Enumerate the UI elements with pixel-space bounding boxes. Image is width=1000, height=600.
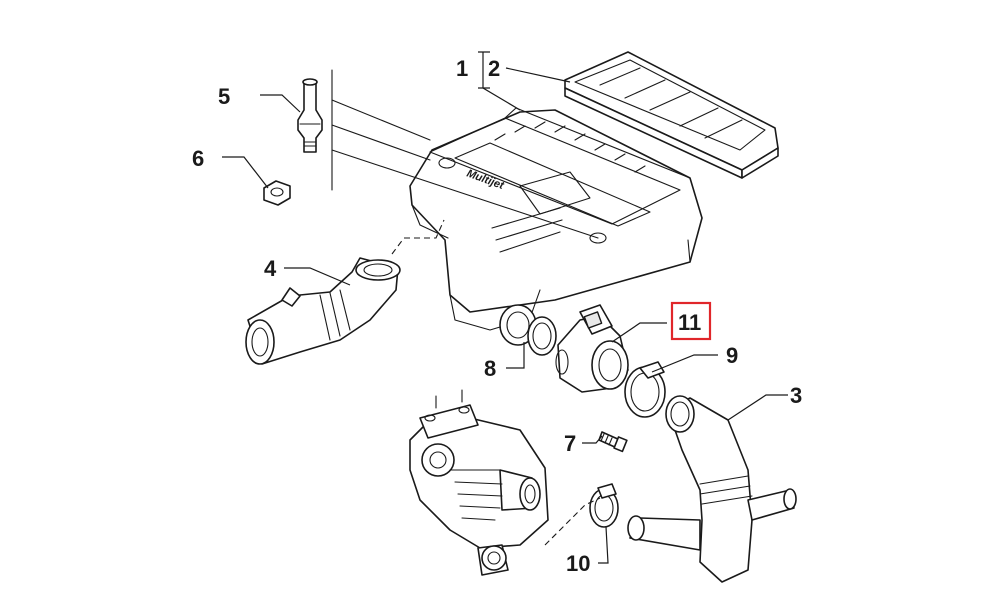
engine-cover[interactable]: Multijet bbox=[409, 107, 703, 331]
callout-5: 5 bbox=[218, 84, 230, 109]
hose-clamp-lower[interactable] bbox=[589, 483, 619, 528]
callout-6: 6 bbox=[192, 146, 204, 171]
hose-clamp-upper[interactable] bbox=[624, 361, 666, 418]
callout-7: 7 bbox=[564, 431, 576, 456]
callout-10: 10 bbox=[566, 551, 590, 576]
intake-hose[interactable] bbox=[627, 395, 797, 583]
turbocharger bbox=[409, 389, 549, 576]
callout-1: 1 bbox=[456, 56, 468, 81]
assembly-guide-lines bbox=[331, 69, 601, 546]
callout-2: 2 bbox=[488, 56, 500, 81]
gasket[interactable] bbox=[499, 304, 557, 356]
air-filter-element[interactable] bbox=[564, 51, 779, 179]
leader-lines bbox=[222, 51, 788, 564]
callout-4: 4 bbox=[264, 256, 277, 281]
callout-3: 3 bbox=[790, 383, 802, 408]
callouts: 1 2 3 4 5 6 7 8 9 10 11 bbox=[192, 56, 802, 576]
mounting-stud[interactable] bbox=[297, 78, 323, 153]
air-flow-meter[interactable] bbox=[555, 304, 629, 393]
nut[interactable] bbox=[263, 180, 291, 206]
callout-9: 9 bbox=[726, 343, 738, 368]
callout-8: 8 bbox=[484, 356, 496, 381]
bolt[interactable] bbox=[598, 431, 628, 453]
callout-11: 11 bbox=[678, 310, 701, 335]
intake-resonator-hose[interactable] bbox=[245, 257, 401, 365]
callout-11-highlight-box bbox=[670, 301, 712, 341]
